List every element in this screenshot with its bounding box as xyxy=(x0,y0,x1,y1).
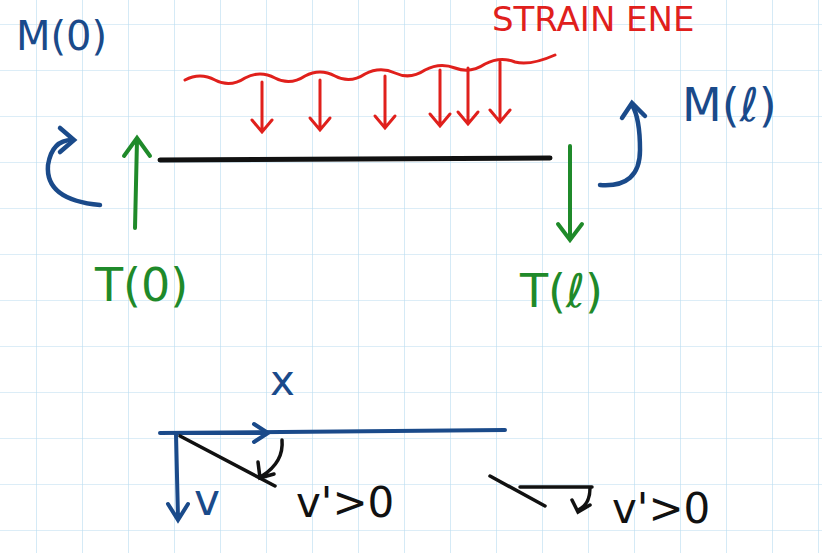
rotation-label: v'>0 xyxy=(296,482,394,524)
load-title: STRAIN ENE xyxy=(492,2,695,36)
shear-label: T(0) xyxy=(95,262,188,308)
moment-label: M(ℓ) xyxy=(682,82,777,128)
moment-label: M(0) xyxy=(16,16,107,56)
rotation-label: v'>0 xyxy=(612,488,710,530)
axis-label: v xyxy=(194,478,220,522)
shear-force-arrows xyxy=(124,138,582,240)
shear-label: T(ℓ) xyxy=(520,268,603,314)
distributed-load xyxy=(185,55,555,132)
beam xyxy=(160,158,550,160)
moment-arrows xyxy=(48,103,645,205)
axis-label: x xyxy=(270,360,295,402)
